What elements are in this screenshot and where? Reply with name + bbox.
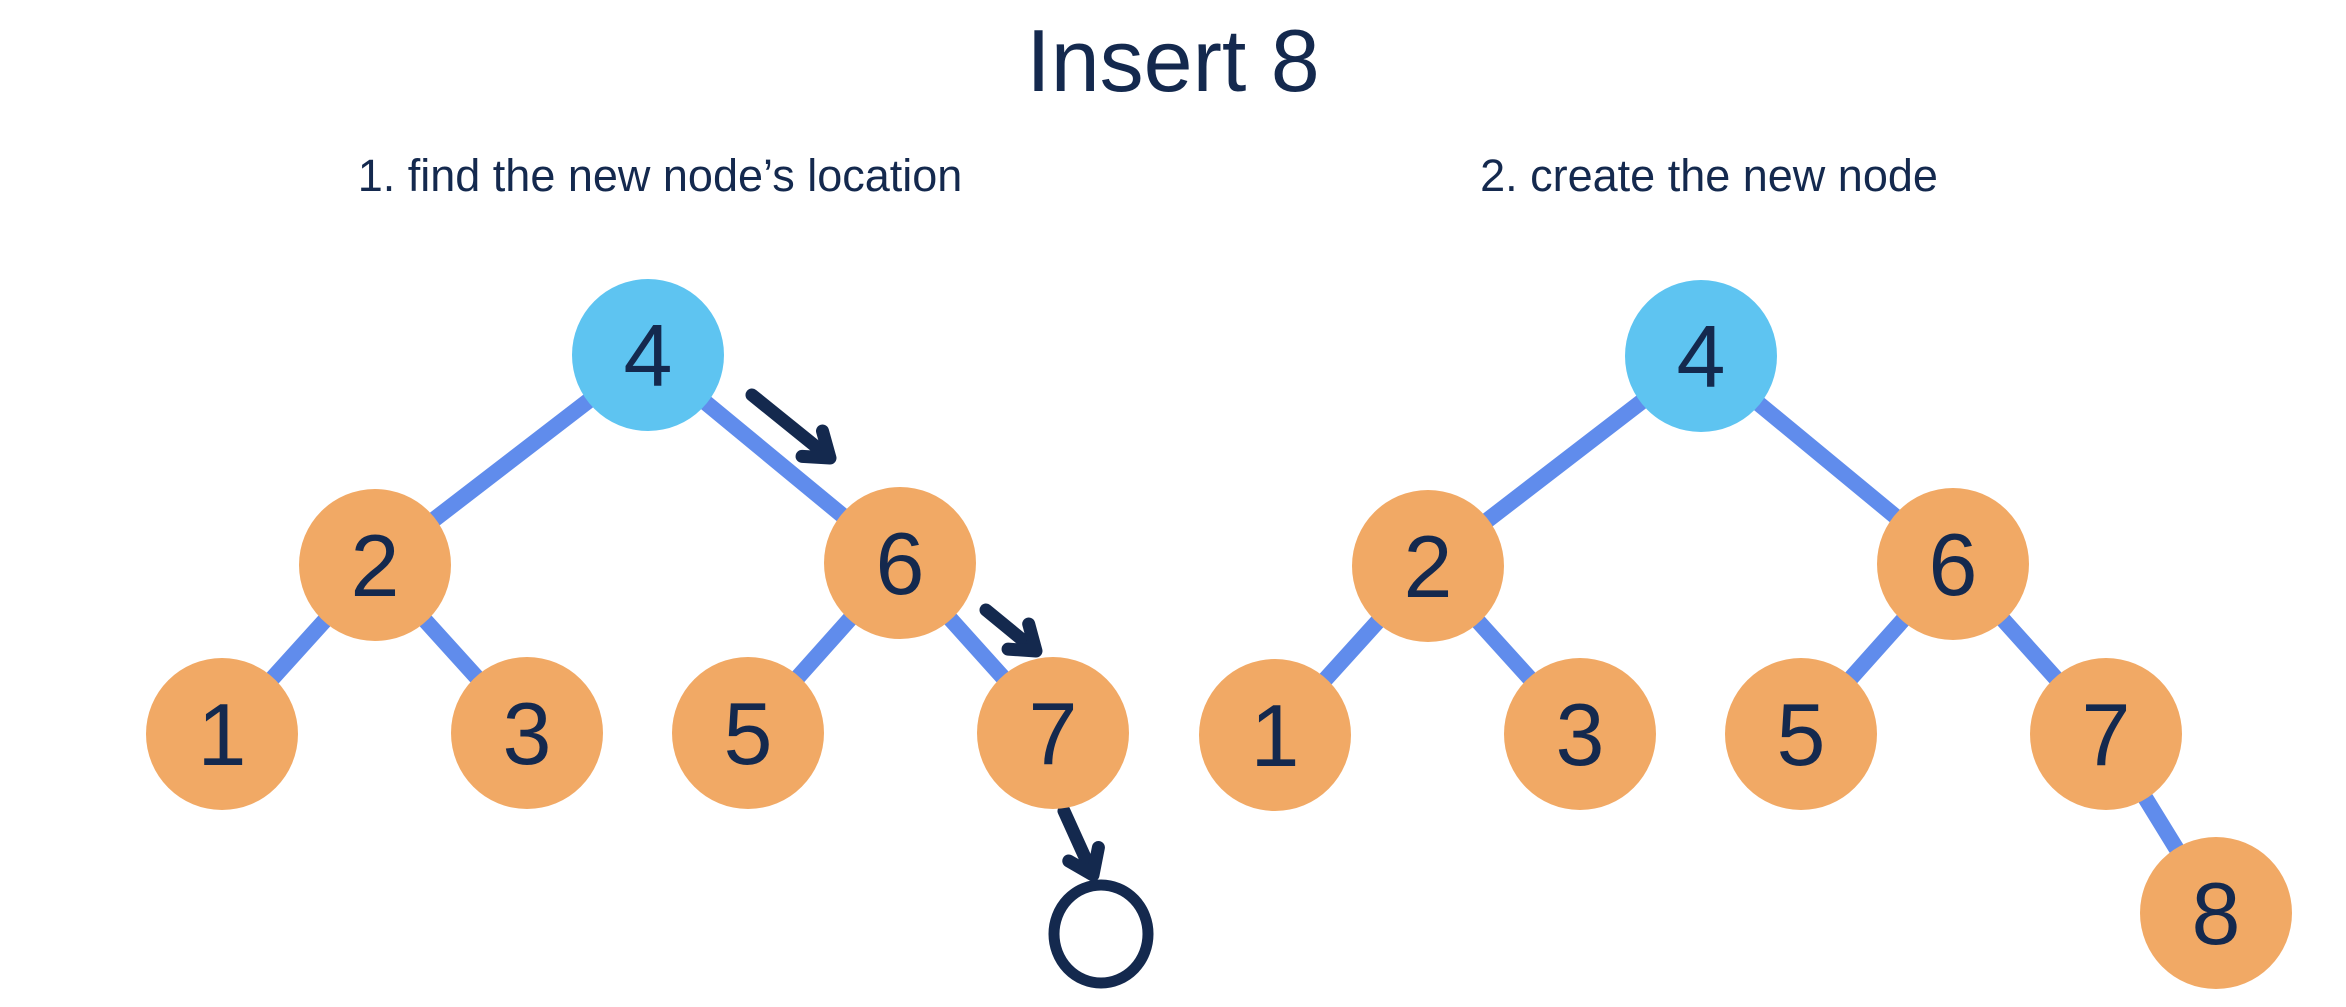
tree-node-label: 4 [624,306,673,405]
tree-node-6 [824,487,976,639]
step1-caption: 1. find the new node’s location [357,150,963,201]
tree-node-7 [977,657,1129,809]
figure-title: Insert 8 [1026,11,1320,110]
traversal-arrow-head [1062,841,1105,882]
traversal-arrow-head [1001,617,1043,658]
traversal-arrow-shaft [745,388,829,459]
tree-node-label: 1 [1251,686,1300,785]
tree-node-label: 2 [351,516,400,615]
traversal-arrow-shaft [979,603,1035,652]
tree-node-label: 6 [1929,515,1978,614]
tree-node-label: 3 [503,684,552,783]
tree-node-2 [299,489,451,641]
traversal-arrow-head [795,424,837,465]
tree-node-label: 4 [1677,307,1726,406]
traversal-arrow-shaft [1057,804,1096,873]
empty-slot-circle [1048,879,1154,989]
tree-node-label: 5 [1777,685,1826,784]
tree-node-label: 2 [1404,517,1453,616]
tree-node-5 [1725,658,1877,810]
tree-node-label: 1 [198,685,247,784]
tree-node-3 [1504,658,1656,810]
tree-node-5 [672,657,824,809]
tree-node-label: 7 [2082,685,2131,784]
tree-node-label: 5 [724,684,773,783]
tree-node-1 [146,658,298,810]
tree-node-label: 6 [876,514,925,613]
tree-node-2 [1352,490,1504,642]
tree-node-8 [2140,837,2292,989]
tree-node-label: 7 [1029,684,1078,783]
tree-node-4 [572,279,724,431]
tree-node-7 [2030,658,2182,810]
tree-node-label: 3 [1556,685,1605,784]
tree-node-4 [1625,280,1777,432]
tree-node-6 [1877,488,2029,640]
step2-caption: 2. create the new node [1480,150,1938,201]
tree-node-3 [451,657,603,809]
tree-node-label: 8 [2192,864,2241,963]
tree-node-1 [1199,659,1351,811]
